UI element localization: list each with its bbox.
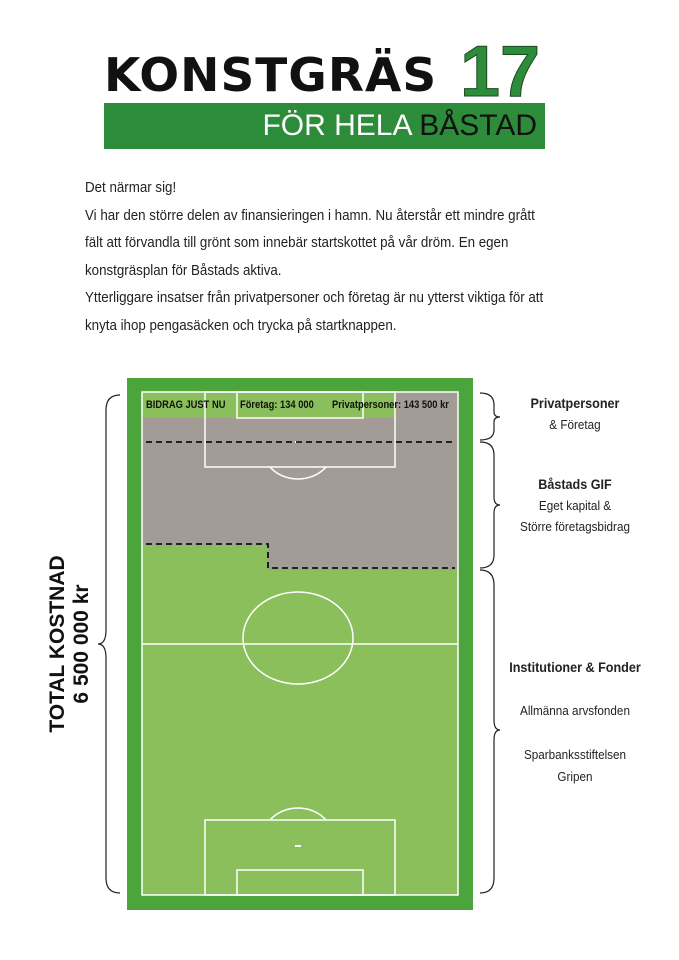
privat-amount: Privatpersoner: 143 500 kr <box>332 399 449 411</box>
intro-line: Vi har den större delen av finansieringe… <box>85 207 535 224</box>
total-cost: TOTAL KOSTNAD 6 500 000 kr <box>46 544 94 744</box>
logo-number: 17 <box>459 32 541 112</box>
foretag-amount: Företag: 134 000 <box>240 399 314 411</box>
section-line: Gripen <box>557 769 593 784</box>
dashed-boundaries <box>146 441 455 569</box>
section-line: Sparbanksstiftelsen <box>523 747 627 762</box>
logo-band: FÖR HELA BÅSTAD <box>104 103 545 149</box>
intro-line: konstgräsplan för Båstads aktiva. <box>85 262 282 279</box>
section-title: Båstads GIF <box>538 476 612 492</box>
section-title: Privatpersoner <box>530 395 620 411</box>
section-sub: & Företag <box>549 417 601 432</box>
section-line: Allmänna arvsfonden <box>520 703 630 718</box>
subtitle-dark: BÅSTAD <box>419 109 537 142</box>
intro-text: Det närmar sig! Vi har den större delen … <box>85 175 605 340</box>
total-label: TOTAL KOSTNAD <box>46 555 69 733</box>
intro-line: fält att förvandla till grönt som innebä… <box>85 235 509 251</box>
logo-title: KONSTGRÄS <box>104 48 438 102</box>
status-label: BIDRAG JUST NU <box>146 399 226 411</box>
section-title: Institutioner & Fonder <box>509 659 641 675</box>
intro-line: knyta ihop pengasäcken och trycka på sta… <box>85 317 397 334</box>
braces <box>97 392 501 894</box>
section-institutioner: Institutioner & Fonder Allmänna arvsfond… <box>503 656 647 788</box>
section-gif: Båstads GIF Eget kapital & Större företa… <box>508 474 643 537</box>
total-amount: 6 500 000 kr <box>70 584 93 704</box>
subtitle-light: FÖR HELA <box>262 109 411 142</box>
remaining-grey-area <box>142 392 458 570</box>
intro-line: Ytterliggare insatser från privatpersone… <box>85 290 544 306</box>
logo-subtitle: FÖR HELA BÅSTAD <box>262 109 537 143</box>
intro-line: Det närmar sig! <box>85 180 177 196</box>
section-line: Eget kapital & <box>538 498 612 513</box>
pitch-lines <box>141 391 459 896</box>
section-privat: Privatpersoner & Företag <box>508 393 643 435</box>
section-line: Större företagsbidrag <box>520 519 630 534</box>
